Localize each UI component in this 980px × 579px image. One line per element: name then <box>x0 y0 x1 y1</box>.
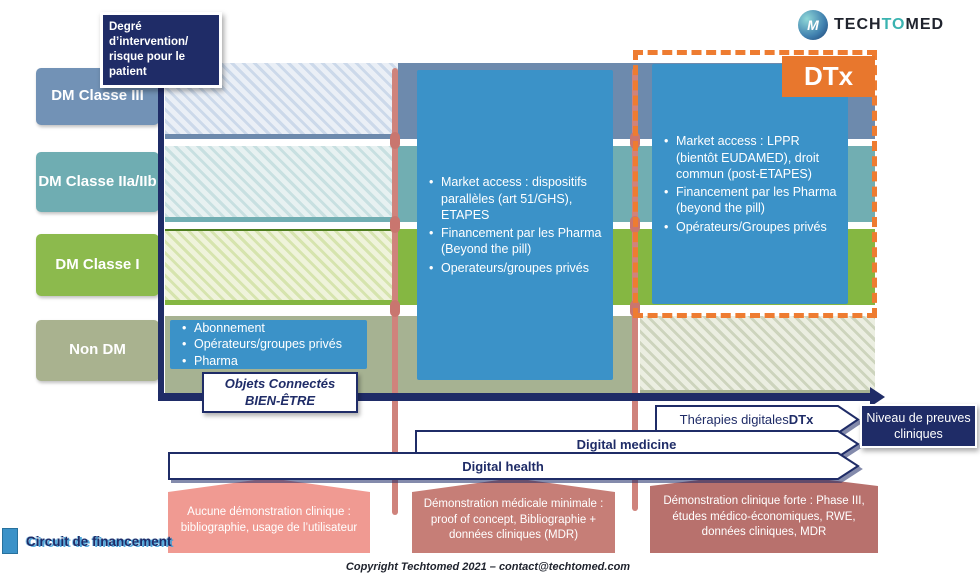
row-label-non-dm: Non DM <box>36 320 159 381</box>
horizontal-axis-line <box>158 393 872 401</box>
legend-swatch-icon <box>2 528 18 554</box>
label-bold-text: DTx <box>788 412 814 427</box>
arrow-therapies-digitales: Thérapies digitales DTx <box>655 405 860 434</box>
list-item: Market access : LPPR (bientôt EUDAMED), … <box>664 133 838 182</box>
list-item: Market access : dispositifs parallèles (… <box>429 174 603 223</box>
band-classe2-hatched <box>165 146 398 222</box>
divider-node <box>390 132 400 149</box>
objets-line2: BIEN-ÊTRE <box>244 392 316 408</box>
arrow-shape <box>655 405 860 434</box>
logo-to: TO <box>881 16 906 33</box>
list-item: Opérateurs/Groupes privés <box>664 219 838 236</box>
evidence-box-none: Aucune démonstration clinique : bibliogr… <box>168 478 370 553</box>
y-axis-label-line2: risque pour le patient <box>109 50 186 78</box>
band-nondm-hatched <box>640 316 875 395</box>
dtx-funding-box: Market access : LPPR (bientôt EUDAMED), … <box>652 64 848 304</box>
list-item: Financement par les Pharma (Beyond the p… <box>429 225 603 258</box>
copyright-strip: Copyright Techtomed 2021 – contact@techt… <box>218 555 758 579</box>
arrow-medicine-label: Digital medicine <box>576 436 677 452</box>
dtx-funding-list: Market access : LPPR (bientôt EUDAMED), … <box>652 131 848 237</box>
objets-connectes-label: Objets Connectés BIEN-ÊTRE <box>202 372 358 413</box>
arrow-health-label: Digital health <box>462 458 544 474</box>
y-axis-label: Degré d’intervention/ risque pour le pat… <box>100 12 222 88</box>
x-axis-label-line1: Niveau de preuves <box>866 410 971 425</box>
techtomed-logo-text: TECHTOMED <box>834 16 944 34</box>
row-label-dm-classe-i: DM Classe I <box>36 234 159 296</box>
y-axis-label-line1: Degré d’intervention/ <box>109 21 189 48</box>
divider-node <box>390 300 400 317</box>
dtx-tag: DTx <box>782 56 875 97</box>
arrow-therapies-label: Thérapies digitales DTx <box>655 405 838 434</box>
list-item: Operateurs/groupes privés <box>429 260 603 277</box>
middle-funding-box: Market access : dispositifs parallèles (… <box>417 70 613 380</box>
list-item: Abonnement <box>182 320 342 337</box>
logo-tech: TECH <box>834 16 882 33</box>
band-classe1-hatched <box>165 229 398 305</box>
nondm-funding-box: Abonnement Opérateurs/groupes privés Pha… <box>170 320 367 369</box>
arrow-digital-health: Digital health <box>168 452 860 480</box>
list-item: Opérateurs/groupes privés <box>182 336 342 353</box>
evidence-box-strong: Démonstration clinique forte : Phase III… <box>650 472 878 553</box>
evidence-text: Aucune démonstration clinique : bibliogr… <box>180 505 358 534</box>
x-axis-label-box: Niveau de preuves cliniques <box>860 404 977 448</box>
funding-legend: Circuit de financement <box>2 528 172 554</box>
evidence-text: Démonstration clinique forte : Phase III… <box>663 495 865 539</box>
row-label-dm-classe-iia-iib: DM Classe IIa/IIb <box>36 152 159 212</box>
legend-label: Circuit de financement <box>26 533 172 549</box>
objets-line1: Objets Connectés <box>224 375 336 391</box>
list-item: Pharma <box>182 353 342 370</box>
divider-node <box>390 216 400 233</box>
evidence-box-minimal: Démonstration médicale minimale : proof … <box>412 478 615 553</box>
column-divider-left <box>392 68 398 515</box>
evidence-text: Démonstration médicale minimale : proof … <box>423 498 604 542</box>
dtx-dashed-border <box>633 50 877 318</box>
nondm-funding-list: Abonnement Opérateurs/groupes privés Pha… <box>170 318 352 371</box>
arrow-shape <box>168 452 860 480</box>
techtomed-logo: M TECHTOMED <box>798 9 944 41</box>
techtomed-logo-icon: M <box>798 10 828 40</box>
vertical-axis-line <box>158 52 164 400</box>
logo-med: MED <box>905 16 945 33</box>
label-text: Thérapies digitales <box>679 412 789 427</box>
list-item: Financement par les Pharma (beyond the p… <box>664 184 838 217</box>
x-axis-label-line2: cliniques <box>894 427 943 441</box>
middle-funding-list: Market access : dispositifs parallèles (… <box>417 172 613 278</box>
horizontal-axis-arrowhead-icon <box>870 387 885 407</box>
